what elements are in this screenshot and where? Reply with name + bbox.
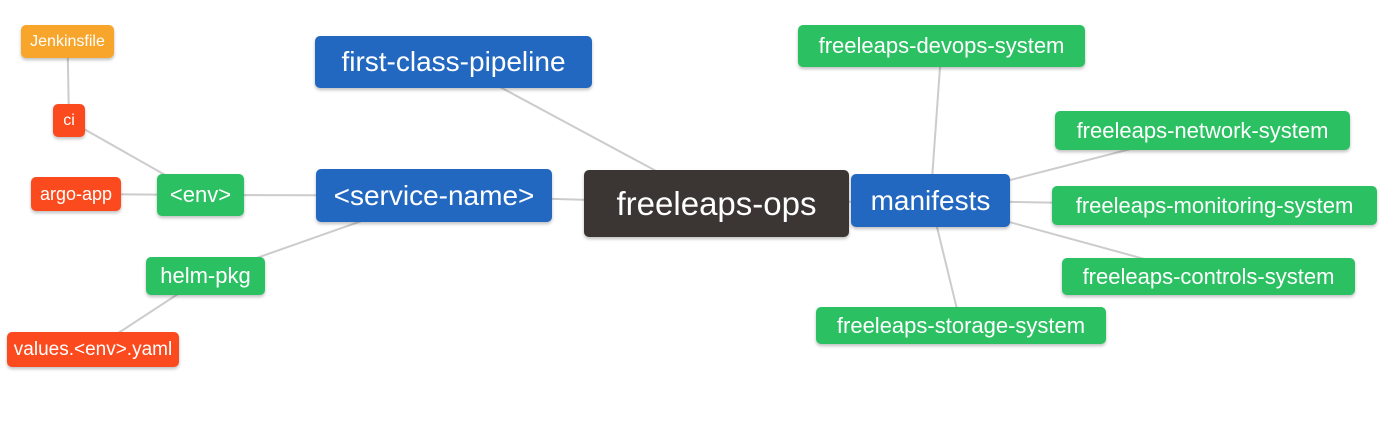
node-freeleaps-devops-system[interactable]: freeleaps-devops-system xyxy=(798,25,1085,67)
node-label: argo-app xyxy=(39,183,113,204)
node-label: freeleaps-storage-system xyxy=(836,312,1086,338)
node-freeleaps-monitoring-system[interactable]: freeleaps-monitoring-system xyxy=(1052,186,1377,225)
node-label: helm-pkg xyxy=(160,263,251,288)
node-label: freeleaps-devops-system xyxy=(818,33,1065,58)
node-freeleaps-network-system[interactable]: freeleaps-network-system xyxy=(1055,111,1350,150)
node-freeleaps-controls-system[interactable]: freeleaps-controls-system xyxy=(1062,258,1355,295)
node-label: manifests xyxy=(870,184,991,216)
node-label: ci xyxy=(63,111,75,129)
node-label: values.<env>.yaml xyxy=(13,338,173,360)
node-label: freeleaps-ops xyxy=(616,184,817,222)
node-service-name[interactable]: <service-name> xyxy=(316,169,552,222)
node-label: freeleaps-controls-system xyxy=(1082,263,1335,289)
node-helm-pkg[interactable]: helm-pkg xyxy=(146,257,265,295)
node-jenkinsfile[interactable]: Jenkinsfile xyxy=(21,25,114,58)
node-values-env-yaml[interactable]: values.<env>.yaml xyxy=(7,332,179,367)
node-label: first-class-pipeline xyxy=(341,46,566,77)
node-ci[interactable]: ci xyxy=(53,104,85,137)
node-label: freeleaps-network-system xyxy=(1076,117,1329,143)
node-env[interactable]: <env> xyxy=(157,174,244,216)
node-label: <service-name> xyxy=(333,179,535,211)
node-label: freeleaps-monitoring-system xyxy=(1075,192,1354,218)
node-label: <env> xyxy=(169,182,232,207)
node-manifests[interactable]: manifests xyxy=(851,174,1010,227)
node-label: Jenkinsfile xyxy=(30,32,105,50)
node-freeleaps-storage-system[interactable]: freeleaps-storage-system xyxy=(816,307,1106,344)
node-freeleaps-ops[interactable]: freeleaps-ops xyxy=(584,170,849,237)
node-first-class-pipeline[interactable]: first-class-pipeline xyxy=(315,36,592,88)
node-argo-app[interactable]: argo-app xyxy=(31,177,121,211)
